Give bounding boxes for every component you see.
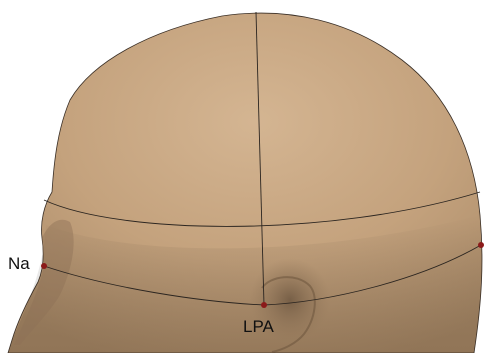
rpa-landmark-point <box>478 242 484 248</box>
lpa-landmark-point <box>261 302 267 308</box>
lpa-label: LPA <box>243 318 274 335</box>
na-label: Na <box>8 255 30 272</box>
na-landmark-point <box>41 263 47 269</box>
